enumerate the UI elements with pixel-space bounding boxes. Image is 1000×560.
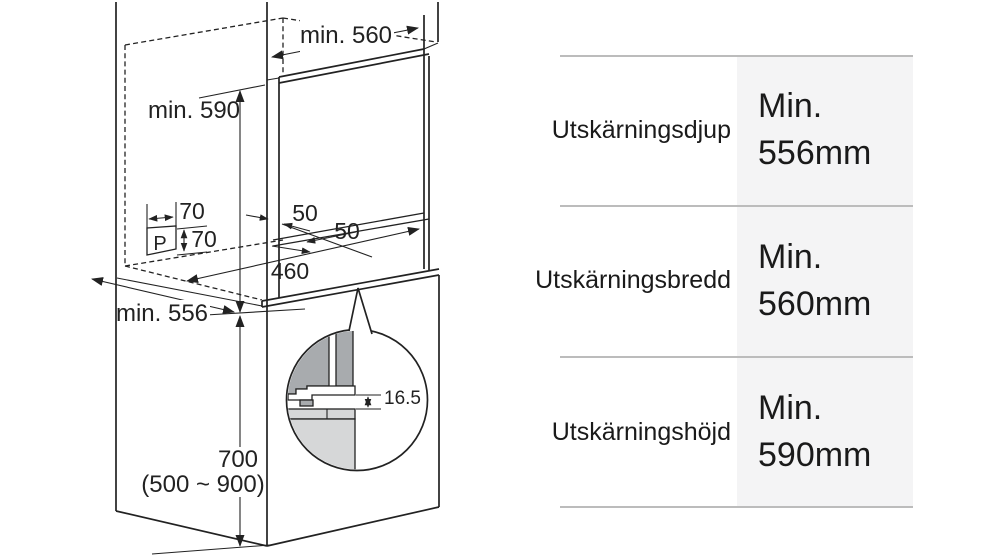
- dim-16-5-label: 16.5: [384, 388, 421, 409]
- dim-min-556-label: min. 556: [116, 300, 208, 327]
- spec-value-line1: Min.: [758, 237, 823, 276]
- dim-line-460: [186, 227, 420, 283]
- spec-row-cutout-depth: Utskärningsdjup Min. 556mm: [480, 55, 913, 205]
- spec-value-line2: 560mm: [758, 284, 872, 323]
- spec-label: Utskärningshöjd: [551, 417, 731, 446]
- dim-70-width-label: 70: [179, 198, 205, 224]
- mounting-bracket-section: [287, 385, 356, 401]
- dim-700-range-label: (500 ~ 900): [141, 471, 264, 498]
- dim-line-70-width: [148, 214, 174, 222]
- installation-diagram: min. 560 min. 590 70 70 P 50 50 460 min.…: [91, 2, 440, 555]
- detail-callout: [285, 287, 429, 472]
- spec-label: Utskärningsbredd: [535, 266, 731, 294]
- dim-min-590-label: min. 590: [148, 97, 240, 124]
- callout-pointer: [348, 287, 373, 335]
- spec-label: Utskärningsdjup: [551, 115, 731, 144]
- spec-row-cutout-height: Utskärningshöjd Min. 590mm: [480, 356, 913, 508]
- bracket-tab: [299, 399, 314, 407]
- spec-value: Min. 560mm: [737, 205, 913, 356]
- dim-460-label: 460: [271, 258, 309, 284]
- spec-value: Min. 556mm: [737, 55, 913, 205]
- plug-pocket-label: P: [153, 233, 166, 255]
- value-column-background: [737, 55, 913, 508]
- spec-value-line2: 590mm: [758, 436, 872, 474]
- dim-50-left-label: 50: [292, 200, 318, 226]
- dim-line-min-556: [91, 277, 235, 314]
- plug-pocket-box: [146, 225, 177, 256]
- spec-table: Utskärningsdjup Min. 556mm Utskärningsbr…: [480, 55, 913, 508]
- table-divider: [560, 356, 913, 358]
- table-divider: [560, 55, 913, 57]
- worktop-section: [287, 408, 356, 420]
- dim-50-front-label: 50: [334, 218, 360, 244]
- spec-value-line2: 556mm: [758, 134, 872, 172]
- cabinet-outline: [115, 2, 440, 555]
- spec-value-line1: Min.: [758, 389, 823, 427]
- table-divider: [560, 205, 913, 207]
- spec-row-cutout-width: Utskärningsbredd Min. 560mm: [480, 205, 913, 356]
- spec-value: Min. 590mm: [737, 356, 913, 508]
- dim-70-height-label: 70: [191, 226, 217, 252]
- table-divider: [560, 506, 913, 508]
- spec-value-line1: Min.: [758, 87, 823, 125]
- dim-min-560-label: min. 560: [300, 22, 392, 49]
- dimension-labels: min. 560 min. 590 70 70 P 50 50 460 min.…: [116, 20, 421, 498]
- dim-700-label: 700: [218, 446, 258, 473]
